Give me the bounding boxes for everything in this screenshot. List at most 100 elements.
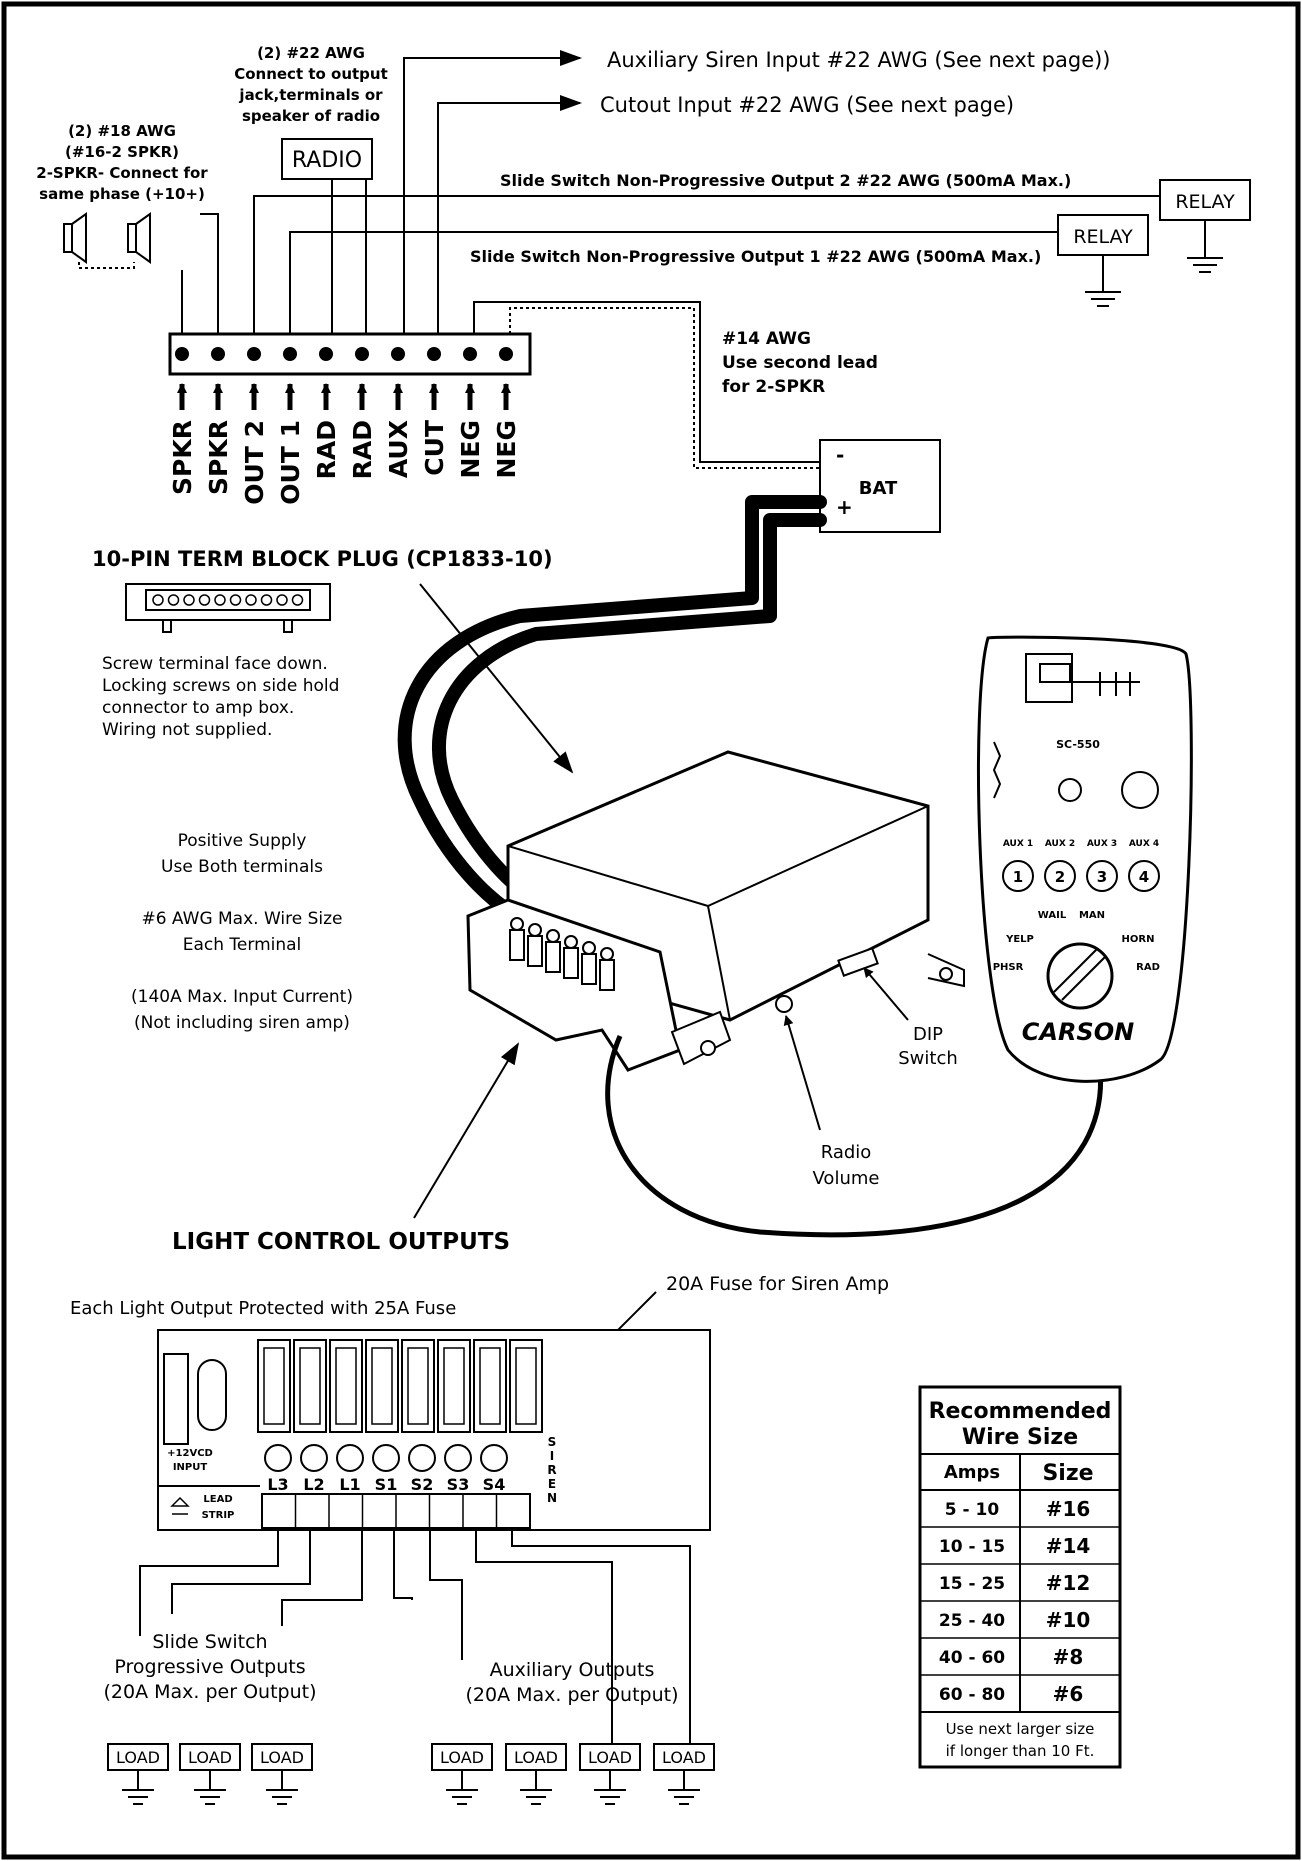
dip-arrow (863, 967, 909, 1021)
fuse-inner (299, 1347, 321, 1425)
controller-model: SC-550 (1056, 738, 1100, 751)
radio-wire-label-2: Connect to output (234, 65, 388, 83)
wire-table-amps: 5 - 10 (945, 1500, 1000, 1520)
radio-box (281, 138, 373, 180)
progressive-label-3: (20A Max. per Output) (104, 1681, 317, 1703)
plug-holes (152, 594, 304, 606)
load-box (431, 1743, 493, 1771)
radio-wire-label-4: speaker of radio (242, 107, 380, 125)
amp-terminal-screw (528, 923, 542, 937)
relay-box-1 (1057, 214, 1149, 256)
siren-letter: N (547, 1491, 557, 1505)
output1-label: Slide Switch Non-Progressive Output 1 #2… (470, 247, 1041, 266)
terminal-pin (463, 347, 477, 361)
output-led (408, 1444, 436, 1472)
dip-label-1: DIP (913, 1024, 943, 1045)
input-fuse (197, 1359, 227, 1431)
plug-note-1: Screw terminal face down. (102, 654, 328, 674)
battery-label: BAT (859, 478, 898, 499)
controller-aux-button (1086, 860, 1118, 892)
load-box (107, 1743, 169, 1771)
wire-table-size: #8 (1053, 1645, 1084, 1669)
output2-wire (253, 195, 1160, 340)
load-label: LOAD (188, 1748, 232, 1767)
output-led (336, 1444, 364, 1472)
amp-terminal-screw (564, 935, 578, 949)
plug-hole (291, 594, 304, 606)
speaker-label-3: 2-SPKR- Connect for (36, 164, 208, 182)
siren-letter: I (550, 1449, 554, 1463)
controller-man: MAN (1079, 910, 1105, 921)
wire-table-size: #12 (1046, 1571, 1091, 1595)
terminal-label: OUT 2 (240, 420, 269, 505)
ground-icon (1187, 220, 1223, 273)
aux-siren-input-label: Auxiliary Siren Input #22 AWG (See next … (607, 48, 1111, 72)
output-wire (139, 1528, 279, 1636)
terminal-label: CUT (420, 420, 449, 476)
amp-terminal (527, 935, 543, 967)
terminal-label: NEG (456, 420, 485, 479)
terminal-pin (355, 347, 369, 361)
radio-volume-label-1: Radio (821, 1142, 872, 1163)
aux-outputs-label-2: (20A Max. per Output) (466, 1684, 679, 1706)
aux-outputs-label-1: Auxiliary Outputs (490, 1659, 655, 1681)
terminal-label: OUT 1 (276, 420, 305, 505)
plug-note-2: Locking screws on side hold (102, 676, 339, 696)
fuse-inner (335, 1347, 357, 1425)
radio-volume-arrow (783, 1015, 821, 1131)
wire-table-footer-1: Use next larger size (946, 1720, 1095, 1738)
wire-table-amps: 10 - 15 (939, 1537, 1005, 1557)
plug-hole (183, 594, 195, 606)
siren-controller (977, 635, 1193, 1083)
controller-phsr: PHSR (993, 962, 1024, 973)
terminal-label: RAD (312, 420, 341, 479)
amp-terminal-screw (600, 947, 614, 961)
controller-aux-button (1128, 860, 1160, 892)
plug-hole (260, 594, 273, 606)
controller-aux-number: 3 (1097, 868, 1107, 886)
amp-terminal-screw (582, 941, 596, 955)
load-label: LOAD (116, 1748, 160, 1767)
plug-hole (167, 594, 180, 606)
terminal-label: RAD (348, 420, 377, 479)
terminal-pin (283, 347, 297, 361)
wire-table-amps: 40 - 60 (939, 1648, 1005, 1668)
speaker-icon (127, 212, 151, 264)
load-label: LOAD (588, 1748, 632, 1767)
plug-hole (198, 594, 211, 606)
speaker-label-4: same phase (+10+) (39, 185, 205, 203)
fuse-inner (443, 1347, 465, 1425)
amp-terminal (545, 941, 561, 973)
wire-table-header-amps: Amps (944, 1462, 1000, 1483)
wire-table-size: #10 (1046, 1608, 1091, 1632)
output-led (480, 1444, 508, 1472)
output-led (372, 1444, 400, 1472)
output-wire (511, 1528, 691, 1756)
output-wire (429, 1528, 463, 1660)
amp-terminals (509, 917, 615, 991)
cutout-wire (437, 95, 582, 340)
controller-wail: WAIL (1038, 910, 1067, 921)
terminal-pin (247, 347, 261, 361)
aux-siren-wire (403, 50, 582, 340)
amp-terminal (581, 953, 597, 985)
plug-hole (276, 594, 288, 606)
wire-table-amps: 25 - 40 (939, 1611, 1005, 1631)
amp-terminal (563, 947, 579, 979)
output-wire (281, 1528, 363, 1626)
relay-label-2: RELAY (1175, 191, 1235, 213)
wire-table-header-size: Size (1042, 1461, 1093, 1486)
supply-line-6: (Not including siren amp) (134, 1013, 350, 1033)
terminal-label: NEG (492, 420, 521, 479)
radio-wire-label-1: (2) #22 AWG (257, 44, 365, 62)
wire-table-size: #6 (1053, 1682, 1084, 1706)
speaker-label-1: (2) #18 AWG (68, 122, 176, 140)
output1-wire (289, 231, 1058, 340)
siren-letter: R (547, 1463, 556, 1477)
siren-fuse-label: 20A Fuse for Siren Amp (666, 1273, 889, 1295)
load-label: LOAD (662, 1748, 706, 1767)
